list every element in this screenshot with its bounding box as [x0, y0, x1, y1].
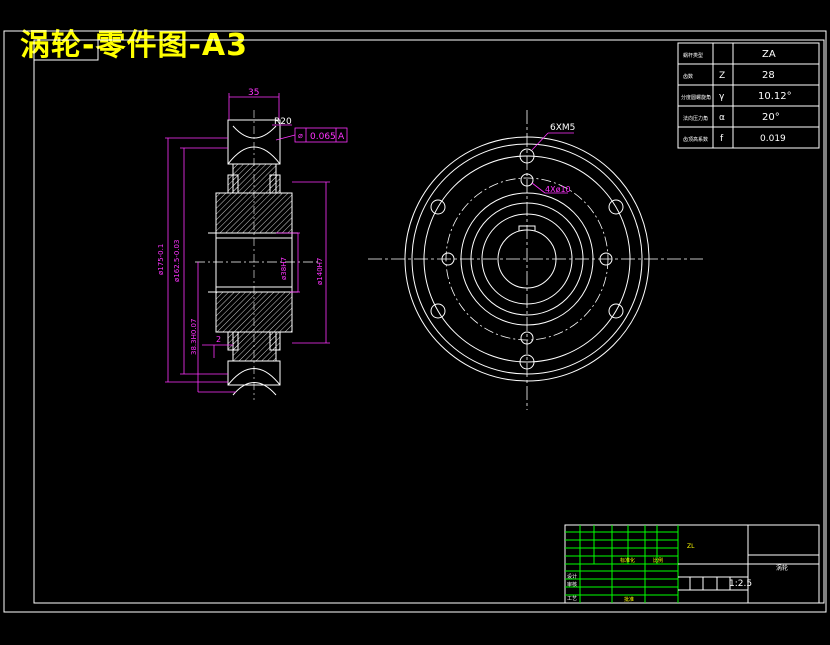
corner-box — [33, 39, 99, 61]
param-value-0: ZA — [762, 49, 776, 60]
mid-label-2: 比例 — [653, 557, 663, 564]
dim-left-1: ø175-0.1 — [157, 244, 165, 275]
datum-label: A — [338, 132, 345, 142]
param-sym-3: α — [719, 113, 725, 123]
title-block: ZL 1:2.5 标准化 比例 设计 审核 工艺 涡轮 批准 — [564, 524, 820, 604]
left-label-1: 审核 — [567, 581, 577, 588]
left-label-0: 设计 — [567, 573, 577, 580]
dim-left-2: ø162.5-0.03 — [173, 240, 181, 282]
left-label-2: 工艺 — [567, 596, 577, 602]
param-sym-2: γ — [719, 92, 725, 102]
param-name-2: 分度圆螺旋角 — [681, 94, 711, 101]
dim-right-2: ø140H7 — [316, 258, 324, 285]
radius-label: R20 — [274, 117, 292, 127]
hole-label-2: 4Xø10 — [545, 185, 571, 194]
param-name-3: 法向压力角 — [683, 115, 708, 122]
param-name-4: 齿顶高系数 — [683, 136, 708, 143]
bottom-label: 批准 — [624, 596, 634, 603]
outer-frame — [3, 30, 827, 613]
scale-value: 1:2.5 — [729, 579, 752, 589]
part-name: 涡轮 — [776, 564, 788, 572]
param-value-4: 0.019 — [760, 134, 786, 144]
param-value-3: 20° — [762, 112, 780, 123]
drawing-title: 涡轮-零件图-A3 — [20, 28, 248, 63]
param-sym-4: f — [720, 134, 724, 144]
param-name-0: 蜗杆类型 — [683, 52, 703, 59]
dim-left-3: 38.3H0.07 — [190, 319, 198, 355]
param-name-1: 齿数 — [683, 73, 693, 80]
inner-frame — [33, 39, 825, 604]
front-view — [368, 110, 703, 410]
param-sym-1: Z — [719, 71, 725, 81]
param-value-2: 10.12° — [758, 91, 792, 102]
param-table: 蜗杆类型 齿数 分度圆螺旋角 法向压力角 齿顶高系数 Z γ α f ZA 28… — [677, 42, 820, 149]
tolerance-value: 0.065 — [310, 132, 336, 142]
hole-label-1: 6XM5 — [550, 123, 575, 133]
material-code: ZL — [687, 543, 695, 550]
param-value-1: 28 — [762, 70, 775, 81]
mid-label-1: 标准化 — [620, 557, 635, 564]
small-dim: 2 — [216, 335, 221, 344]
side-view: 35 R20 0.065 A ⌀ ø175-0.1 ø162.5-0.03 38… — [157, 88, 348, 400]
dim-right-1: ø38H7 — [280, 257, 288, 280]
flatness-icon: ⌀ — [298, 131, 303, 140]
dim-width: 35 — [248, 88, 259, 98]
